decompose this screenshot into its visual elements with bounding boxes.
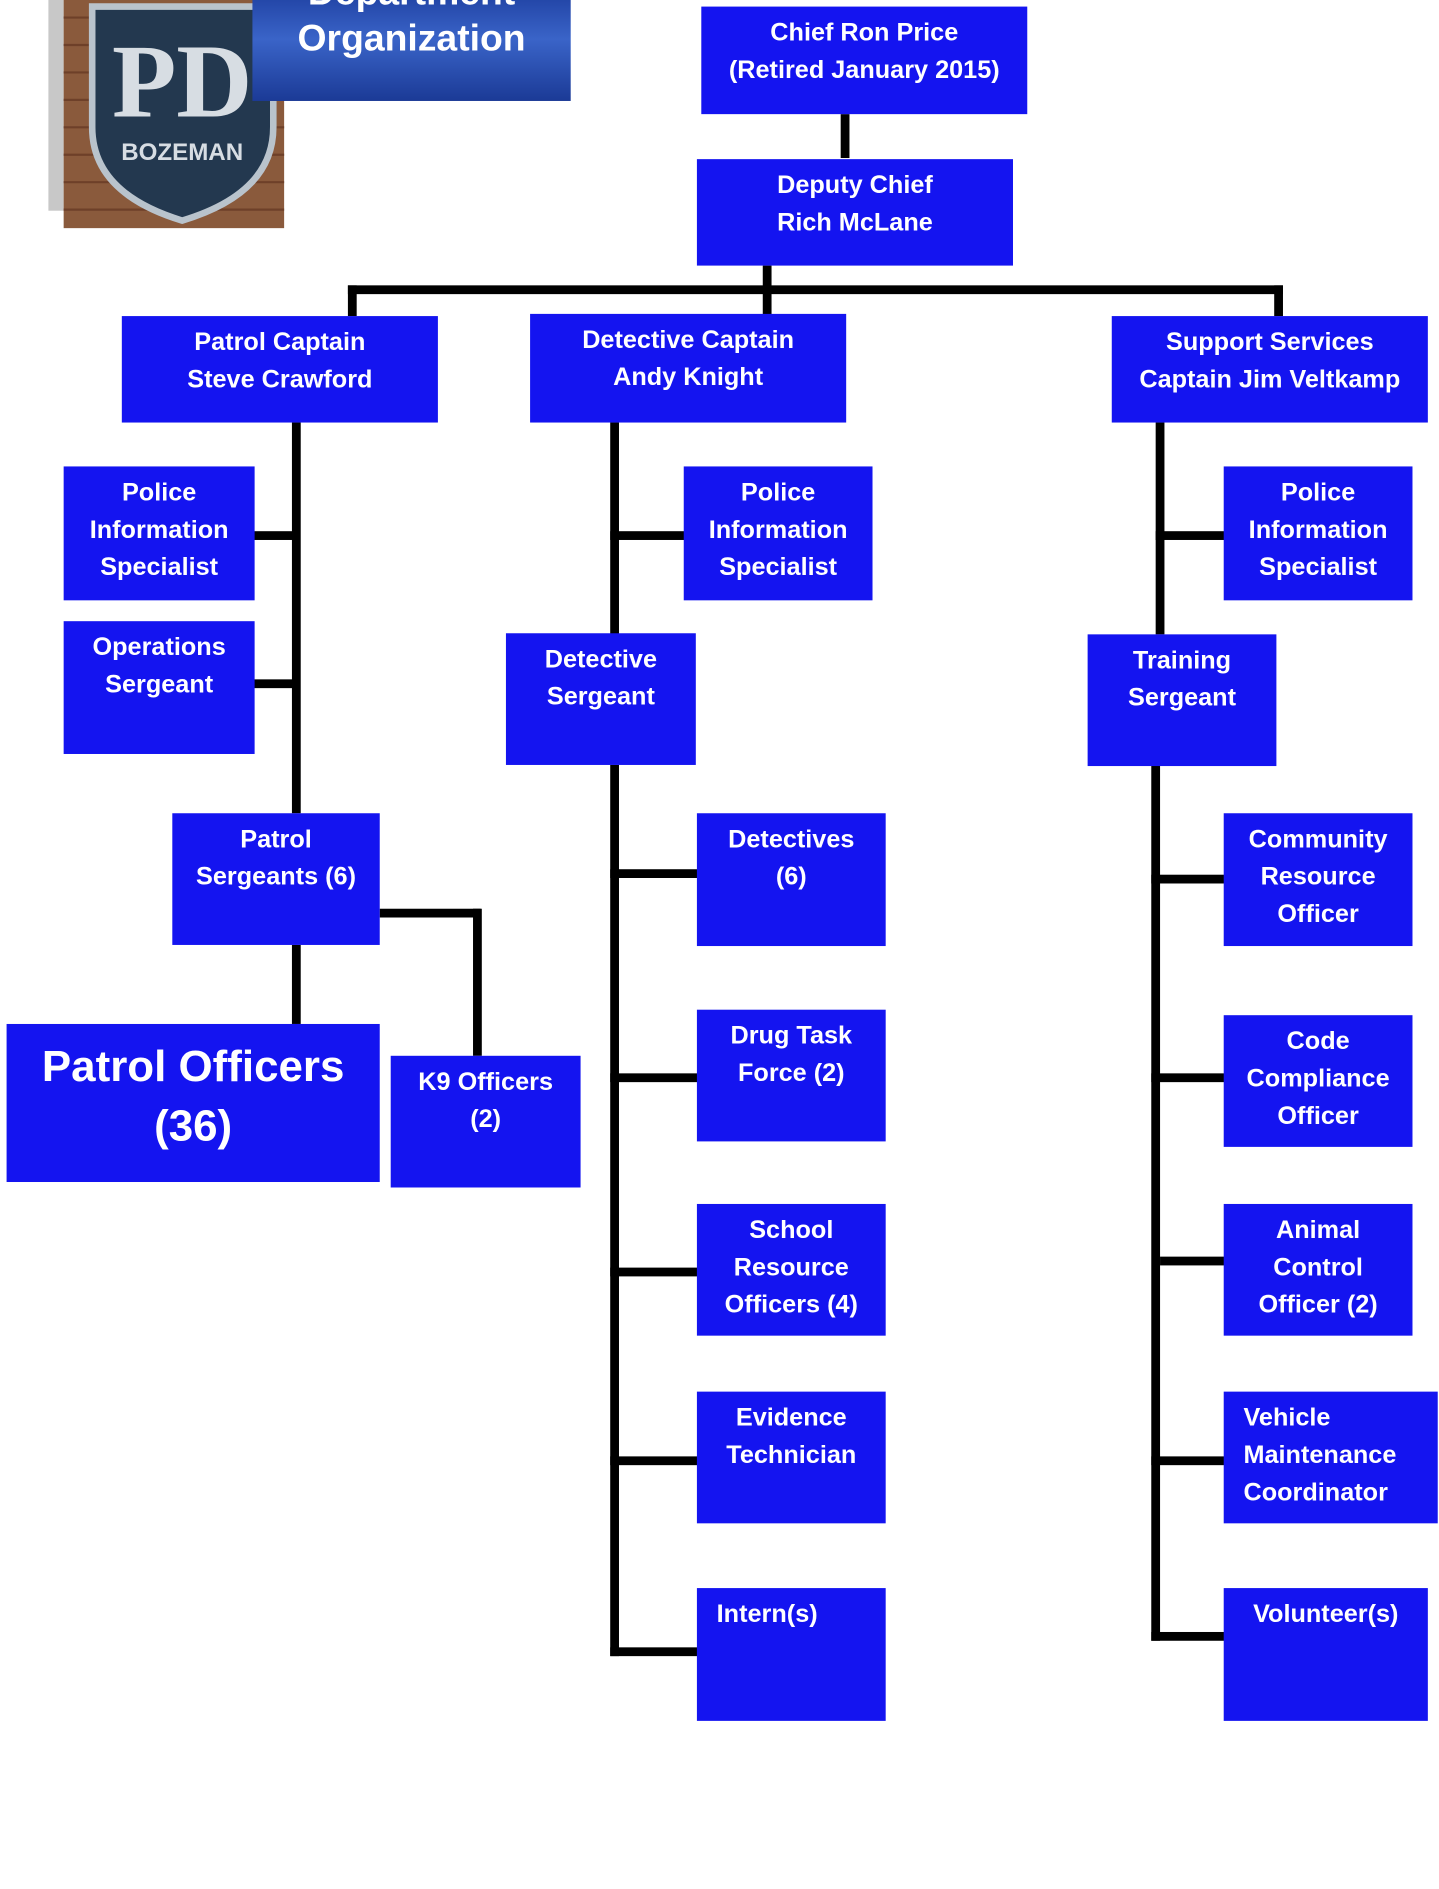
node-interns: Intern(s) — [696, 1588, 886, 1721]
connector-support-lower-vertical — [1151, 764, 1161, 1641]
node-support-captain: Support Services Captain Jim Veltkamp — [1111, 316, 1428, 423]
page-title: Department Organization — [252, 0, 571, 101]
node-detectives: Detectives (6) — [696, 813, 886, 947]
node-chief: Chief Ron Price (Retired January 2015) — [701, 6, 1028, 115]
node-code-compliance-officer: Code Compliance Officer — [1223, 1015, 1413, 1147]
node-patrol-officers: Patrol Officers (36) — [6, 1023, 380, 1183]
node-vehicle-maintenance-coordinator: Vehicle Maintenance Coordinator — [1223, 1391, 1438, 1524]
svg-text:PD: PD — [112, 22, 252, 139]
connector-community-resource — [1151, 874, 1226, 884]
svg-text:BOZEMAN: BOZEMAN — [121, 139, 243, 166]
connector-animal-control — [1160, 1256, 1226, 1266]
node-training-sergeant: Training Sergeant — [1087, 634, 1277, 767]
node-evidence-technician: Evidence Technician — [696, 1391, 886, 1524]
node-drug-task-force: Drug Task Force (2) — [696, 1009, 886, 1142]
connector-k9-horizontal — [379, 908, 481, 918]
node-deputy-chief: Deputy Chief Rich McLane — [696, 159, 1013, 266]
node-support-info-specialist: Police Information Specialist — [1223, 466, 1413, 601]
node-school-resource-officers: School Resource Officers (4) — [696, 1203, 886, 1336]
connector-code-compliance — [1151, 1073, 1226, 1083]
node-patrol-info-specialist: Police Information Specialist — [63, 466, 255, 601]
connector-interns — [610, 1647, 699, 1657]
connector-k9-vertical — [473, 908, 482, 1056]
node-detective-sergeant: Detective Sergeant — [505, 633, 696, 765]
connector-detective-pis — [610, 531, 685, 540]
node-detective-info-specialist: Police Information Specialist — [683, 466, 873, 601]
node-detective-captain: Detective Captain Andy Knight — [530, 313, 847, 423]
connector-support-pis — [1155, 531, 1226, 540]
title-line-1: Department — [252, 0, 570, 15]
title-line-2: Organization — [297, 17, 526, 60]
connector-detective-upper-vertical — [610, 422, 619, 635]
connector-support-captain-up — [1274, 285, 1283, 317]
connector-support-upper-vertical — [1155, 422, 1165, 635]
connector-drug-task-force — [610, 1073, 699, 1083]
connector-vehicle-maintenance — [1151, 1456, 1226, 1466]
connector-evidence-tech — [610, 1456, 699, 1466]
connector-volunteers — [1151, 1631, 1226, 1641]
connector-detectives — [610, 869, 699, 878]
connector-detective-lower-vertical — [610, 764, 619, 1657]
node-animal-control-officer: Animal Control Officer (2) — [1223, 1203, 1413, 1336]
connector-patrol-captain-up — [347, 285, 357, 317]
connector-patrol-vertical — [291, 422, 301, 814]
bozeman-pd-logo: PD BOZEMAN — [48, 0, 285, 229]
connector-school-resource — [610, 1267, 699, 1277]
node-operations-sergeant: Operations Sergeant — [63, 621, 255, 754]
node-community-resource-officer: Community Resource Officer — [1223, 813, 1413, 947]
connector-captains-horizontal — [347, 285, 1283, 295]
connector-patrol-pis — [253, 531, 298, 540]
connector-patrol-officers — [291, 944, 301, 1024]
connector-operations-sergeant — [253, 679, 298, 689]
connector-chief-deputy — [840, 114, 850, 159]
node-patrol-captain: Patrol Captain Steve Crawford — [121, 316, 438, 423]
node-patrol-sergeants: Patrol Sergeants (6) — [172, 813, 380, 945]
node-volunteers: Volunteer(s) — [1223, 1588, 1428, 1721]
node-k9-officers: K9 Officers (2) — [390, 1055, 581, 1188]
